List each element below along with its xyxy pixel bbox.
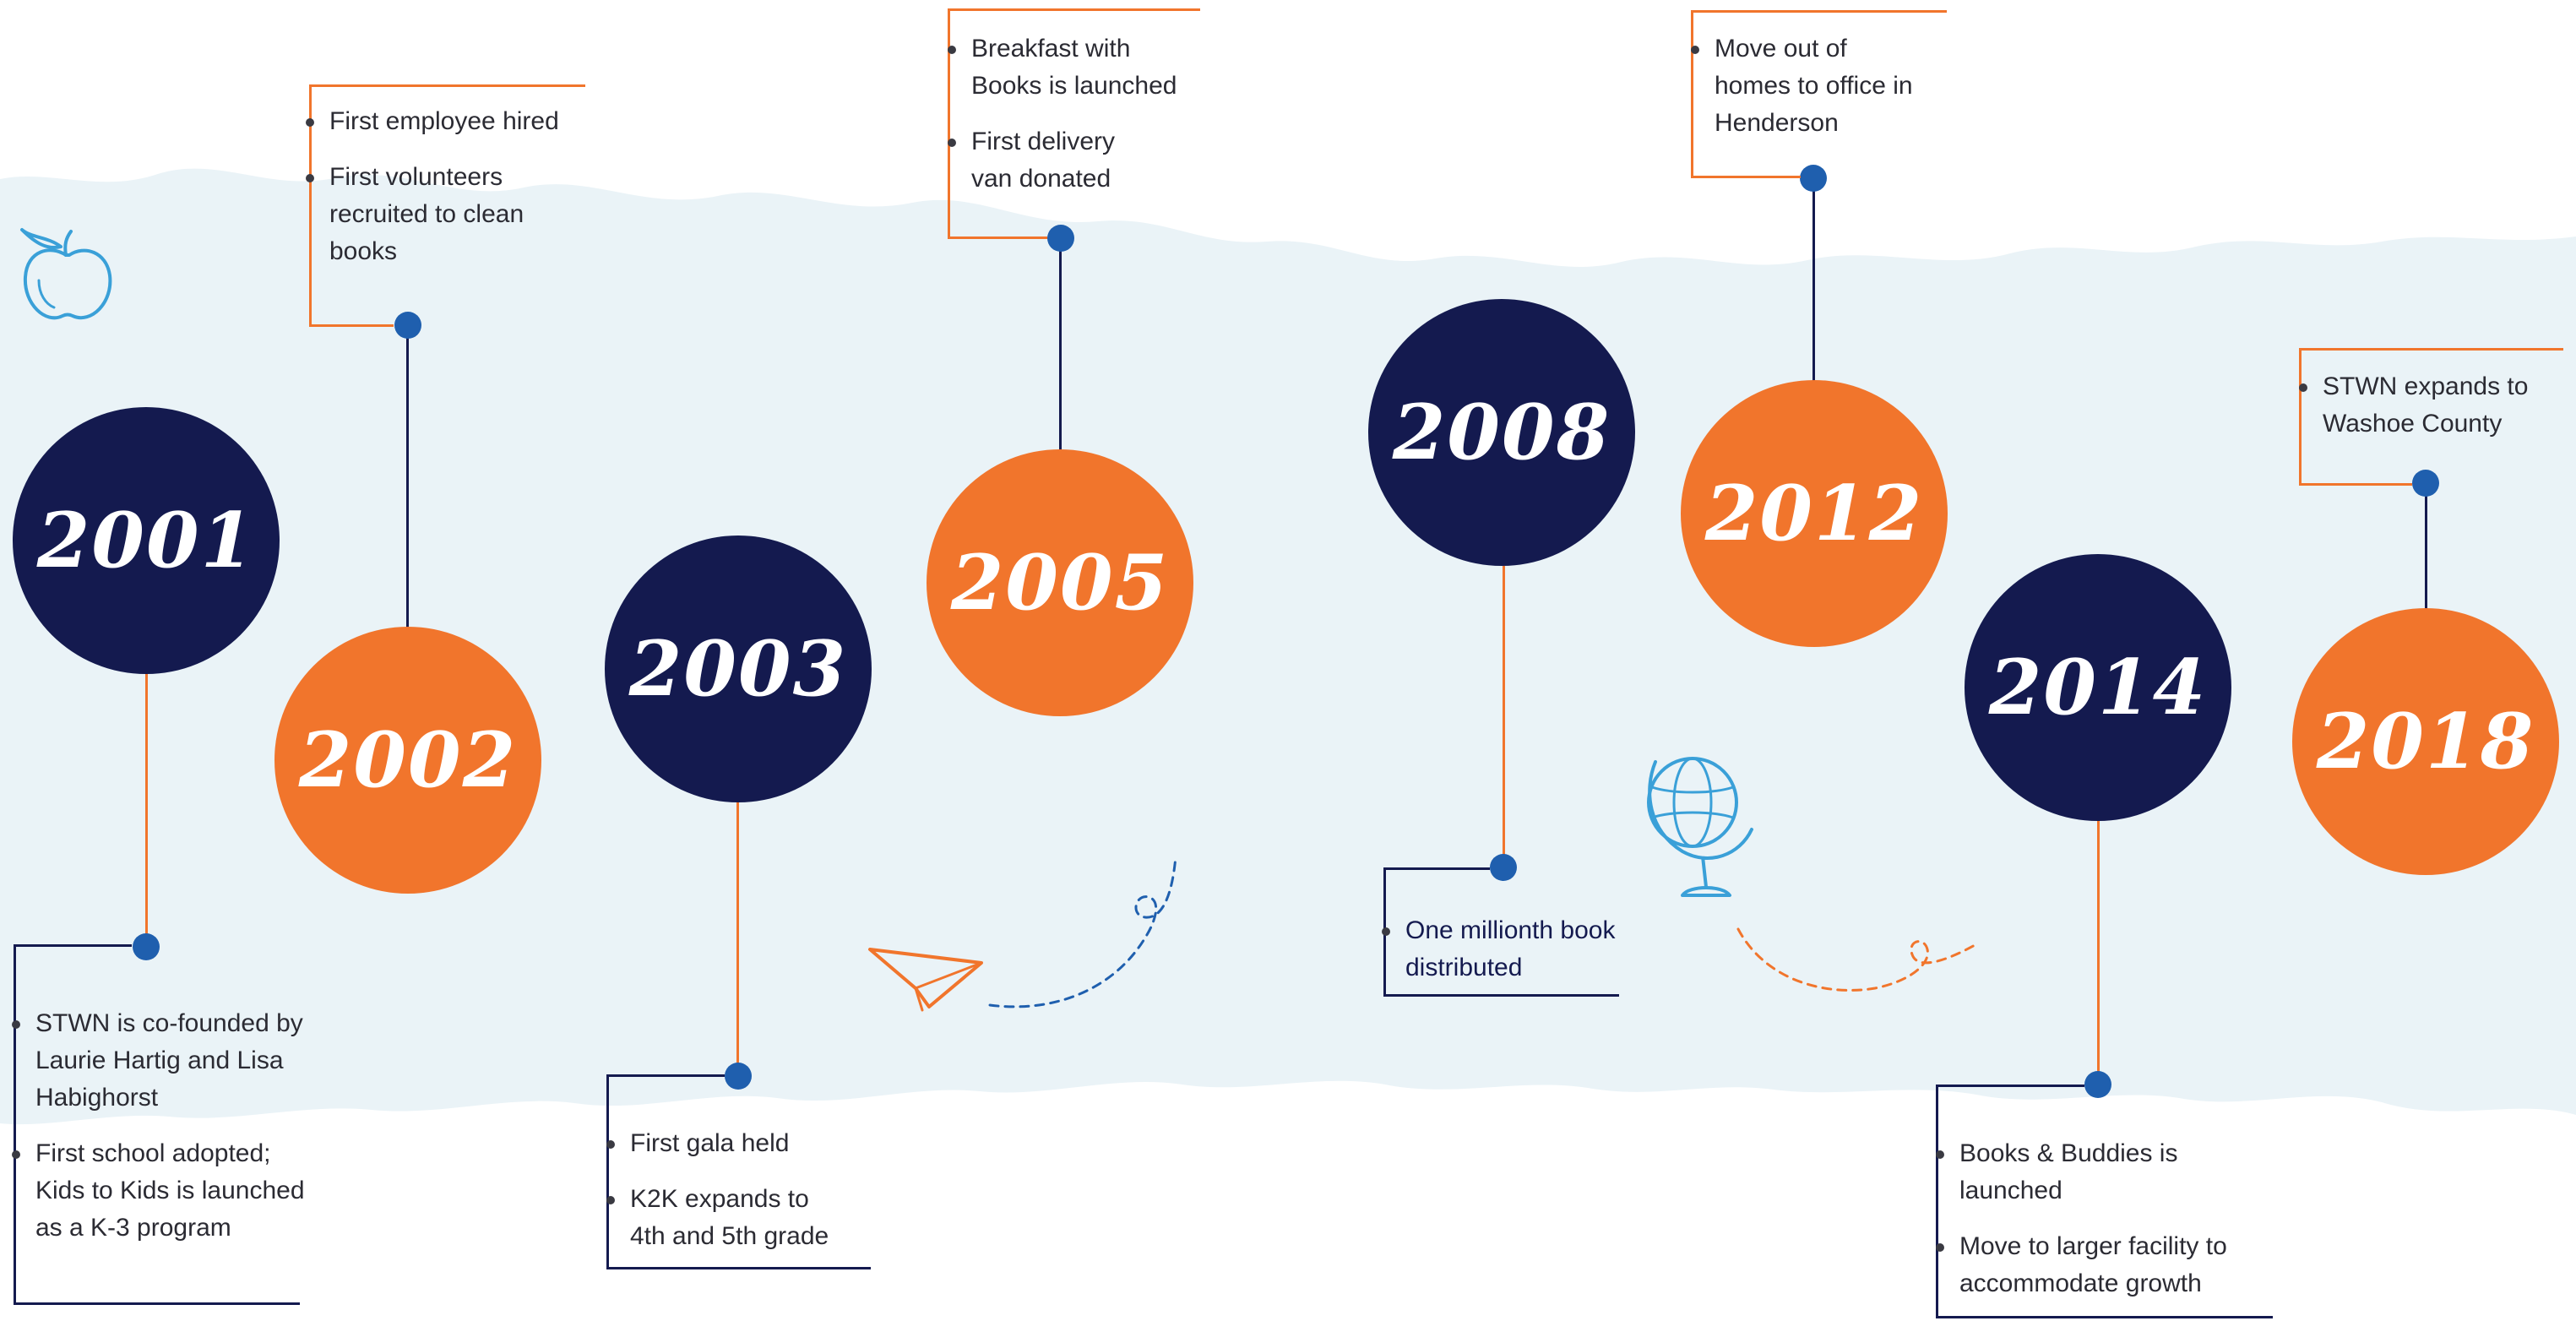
bracket-2012: [1691, 10, 1947, 178]
paper-plane-icon: [868, 948, 983, 1012]
caption-item: STWN expands to Washoe County: [2299, 368, 2576, 443]
caption-2002: First employee hired First volunteers re…: [306, 103, 591, 289]
marker-dot-2003: [725, 1063, 752, 1090]
caption-item: Move to larger facility to accommodate g…: [1936, 1228, 2280, 1302]
caption-item: Books & Buddies is launched: [1936, 1135, 2187, 1210]
year-label: 2003: [628, 624, 848, 714]
year-label: 2018: [2316, 697, 2535, 786]
bracket-2003-side: [606, 1074, 871, 1269]
year-label: 2012: [1704, 469, 1924, 558]
year-circle-2018: 2018: [2292, 608, 2559, 875]
marker-dot-2012: [1800, 165, 1827, 192]
stem-2018: [2425, 483, 2427, 610]
bracket-2005-foot: [948, 236, 1047, 239]
marker-dot-2018: [2412, 470, 2439, 497]
year-label: 2001: [36, 496, 256, 585]
caption-2001: STWN is co-founded by Laurie Hartig and …: [12, 1005, 306, 1265]
bracket-2014: [1936, 1085, 2084, 1087]
caption-item: One millionth book distributed: [1382, 912, 1625, 987]
year-circle-2014: 2014: [1965, 554, 2231, 821]
bracket-2003: [606, 1074, 725, 1077]
bracket-2002-foot: [309, 324, 394, 327]
stem-2005: [1059, 238, 1062, 451]
year-circle-2002: 2002: [274, 627, 541, 894]
bracket-2008: [1383, 867, 1490, 870]
bracket-2002: [309, 84, 585, 327]
stem-2008: [1503, 566, 1505, 870]
stem-2014: [2097, 819, 2100, 1085]
marker-dot-2014: [2084, 1071, 2111, 1098]
year-circle-2005: 2005: [927, 449, 1193, 716]
year-label: 2005: [950, 538, 1170, 628]
caption-item: First employee hired: [306, 103, 591, 140]
caption-2005: Breakfast with Books is launched First d…: [948, 30, 1208, 216]
bracket-2005: [948, 8, 1200, 239]
caption-item: First gala held: [606, 1125, 867, 1162]
year-circle-2012: 2012: [1681, 380, 1948, 647]
year-label: 2014: [1988, 643, 2208, 732]
marker-dot-2001: [133, 933, 160, 960]
caption-2012: Move out of homes to office in Henderson: [1691, 30, 1926, 160]
caption-2003: First gala held K2K expands to 4th and 5…: [606, 1125, 867, 1274]
globe-icon: [1647, 757, 1753, 897]
caption-2008: One millionth book distributed: [1382, 912, 1625, 1005]
dashed-trail-orange: [1736, 927, 1978, 992]
year-label: 2002: [298, 715, 518, 805]
stem-2001: [145, 674, 148, 944]
year-circle-2001: 2001: [13, 407, 280, 674]
apple-icon: [20, 228, 112, 320]
caption-item: K2K expands to 4th and 5th grade: [606, 1181, 841, 1255]
caption-item: First delivery van donated: [948, 123, 1149, 198]
dashed-trail-blue: [988, 855, 1177, 1008]
bracket-2001-side: [14, 944, 300, 1305]
stem-2012: [1812, 179, 1815, 382]
caption-2014: Books & Buddies is launched Move to larg…: [1936, 1135, 2280, 1321]
caption-item: STWN is co-founded by Laurie Hartig and …: [12, 1005, 306, 1117]
bracket-2018-foot: [2299, 483, 2412, 486]
bracket-2001: [14, 944, 132, 947]
marker-dot-2008: [1490, 854, 1517, 881]
marker-dot-2005: [1047, 225, 1074, 252]
stem-2003: [736, 802, 739, 1073]
caption-item: Breakfast with Books is launched: [948, 30, 1208, 105]
year-label: 2008: [1392, 388, 1611, 477]
marker-dot-2002: [394, 312, 421, 339]
caption-2018: STWN expands to Washoe County: [2299, 368, 2576, 461]
bracket-2014-side: [1936, 1085, 2273, 1318]
caption-item: First school adopted; Kids to Kids is la…: [12, 1135, 306, 1247]
bracket-2012-foot: [1691, 176, 1801, 178]
year-circle-2008: 2008: [1368, 299, 1635, 566]
stem-2002: [406, 326, 409, 630]
caption-item: First volunteers recruited to clean book…: [306, 159, 532, 270]
caption-item: Move out of homes to office in Henderson: [1691, 30, 1926, 142]
year-circle-2003: 2003: [605, 535, 872, 802]
bracket-2018: [2299, 348, 2563, 486]
